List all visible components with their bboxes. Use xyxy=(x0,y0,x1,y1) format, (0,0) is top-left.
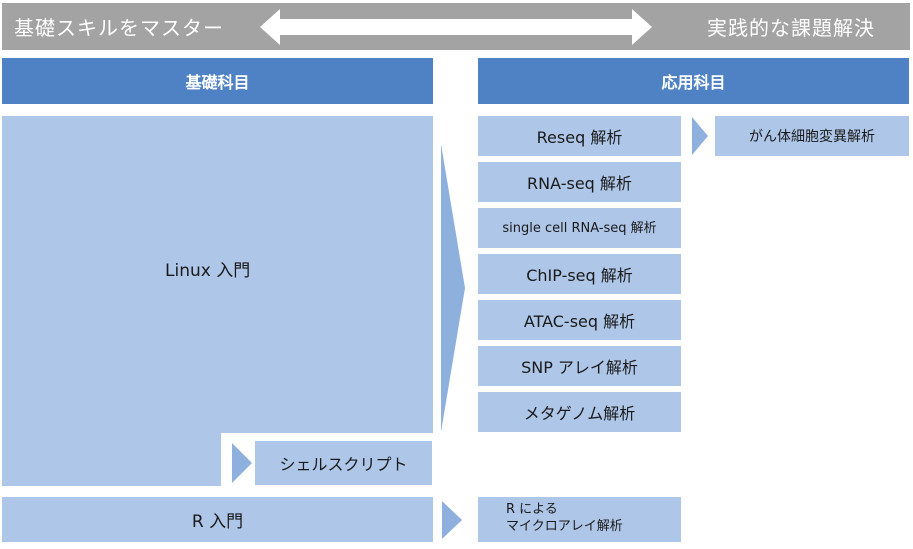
linux-block xyxy=(2,116,433,433)
linux-label: Linux 入門 xyxy=(165,261,251,281)
applied-item-reseq: Reseq 解析 xyxy=(478,116,681,156)
applied-item-rnaseq: RNA-seq 解析 xyxy=(478,162,681,202)
applied-item-metagenome: メタゲノム解析 xyxy=(478,392,681,432)
shell-arrow-icon xyxy=(232,443,252,483)
banner-right-label: 実践的な課題解決 xyxy=(707,16,875,40)
linux-block-lower xyxy=(2,433,221,486)
r-arrow-icon xyxy=(442,501,462,539)
cancer-arrow-icon xyxy=(692,117,708,155)
banner-left-label: 基礎スキルをマスター xyxy=(14,16,224,40)
basic-subjects-header: 基礎科目 xyxy=(2,58,433,104)
r-microarray-box: R による マイクロアレイ解析 xyxy=(478,497,681,542)
double-arrow-icon xyxy=(260,9,652,45)
r-intro-box: R 入門 xyxy=(2,497,433,542)
cancer-analysis-box: がん体細胞変異解析 xyxy=(715,116,909,156)
r-microarray-line2: マイクロアレイ解析 xyxy=(506,519,623,534)
applied-item-atacseq: ATAC-seq 解析 xyxy=(478,300,681,340)
applied-subjects-header: 応用科目 xyxy=(478,58,909,104)
r-microarray-line1: R による xyxy=(506,502,558,517)
applied-item-chipseq: ChIP-seq 解析 xyxy=(478,254,681,294)
big-right-arrow-icon xyxy=(441,144,465,432)
applied-item-scrnaseq: single cell RNA-seq 解析 xyxy=(478,208,681,248)
shell-script-box: シェルスクリプト xyxy=(255,441,432,485)
applied-item-snparray: SNP アレイ解析 xyxy=(478,346,681,386)
